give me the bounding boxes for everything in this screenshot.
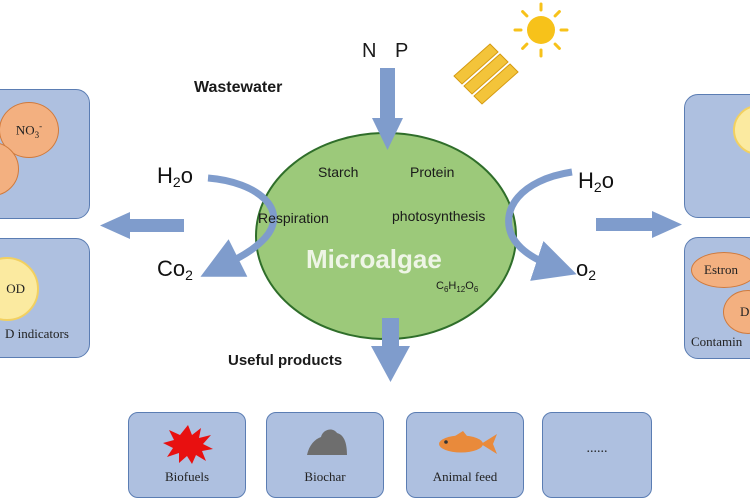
product-more: ...... — [542, 412, 652, 498]
product-label: Animal feed — [432, 469, 498, 484]
microalgae-ellipse — [255, 132, 517, 340]
protein-label: Protein — [410, 164, 455, 180]
sun-icon — [513, 2, 569, 58]
fish-icon — [439, 431, 497, 454]
left-flow-arrow — [100, 212, 184, 239]
glucose-formula: C6H12O6 — [436, 280, 479, 295]
respiration-arrow — [200, 174, 278, 277]
right-top-panel — [684, 94, 750, 218]
phosphorus-label: P — [395, 40, 409, 62]
sunlight-rays-icon — [453, 43, 519, 105]
char-pile-icon — [307, 429, 347, 455]
photosynthesis-label: photosynthesis — [392, 208, 486, 224]
product-label: Biochar — [304, 469, 346, 484]
starch-label: Starch — [318, 164, 359, 180]
useful-products-title: Useful products — [228, 352, 343, 369]
water-input-right: H2o — [578, 168, 614, 195]
cod-bubble: OD — [0, 257, 39, 321]
left-top-panel: NO3- — [0, 89, 90, 219]
contaminant-bubble: D — [723, 290, 750, 334]
nutrient-input-arrow — [372, 68, 403, 150]
right-bottom-panel: Estron D Contamin — [684, 237, 750, 359]
more-ellipsis: ...... — [586, 441, 608, 456]
nitrogen-label: N — [362, 40, 377, 62]
product-animal-feed: Animal feed — [406, 412, 524, 498]
explosion-icon — [163, 425, 213, 464]
respiration-label: Respiration — [258, 210, 329, 226]
microalgae-label: Microalgae — [306, 244, 442, 274]
left-bottom-panel: OD D indicators — [0, 238, 90, 358]
contaminants-caption: Contamin — [691, 334, 743, 349]
right-flow-arrow — [596, 211, 682, 238]
indicators-caption: D indicators — [5, 326, 69, 341]
estrone-bubble: Estron — [691, 252, 750, 288]
products-output-arrow — [371, 318, 410, 382]
wastewater-label: Wastewater — [194, 79, 283, 96]
photosynthesis-arrow — [505, 168, 577, 281]
right-top-bubble — [733, 105, 750, 155]
product-label: Biofuels — [164, 469, 210, 484]
carbon-dioxide-output: Co2 — [157, 256, 193, 283]
water-input-left: H2o — [157, 163, 193, 190]
product-biochar: Biochar — [266, 412, 384, 498]
product-biofuels: Biofuels — [128, 412, 246, 498]
oxygen-output: o2 — [576, 256, 597, 283]
